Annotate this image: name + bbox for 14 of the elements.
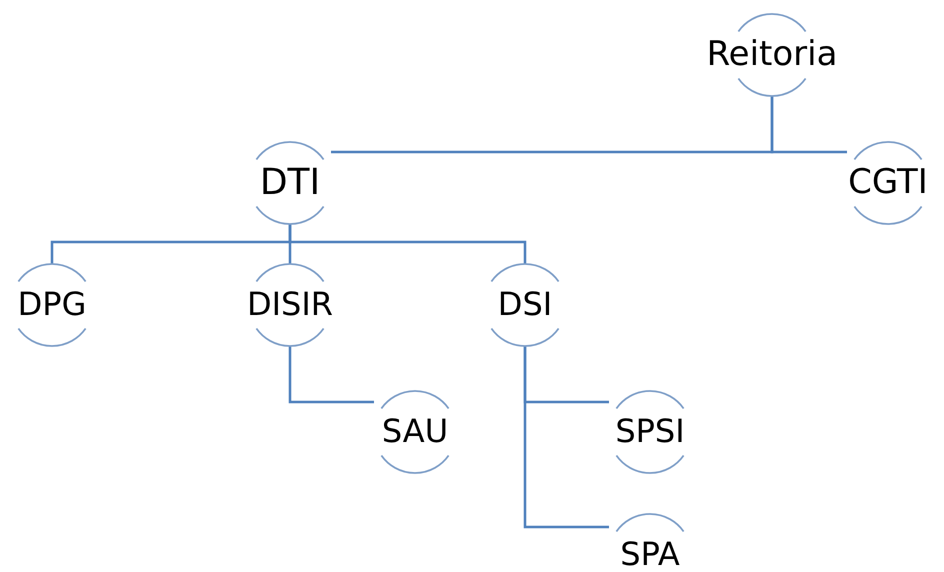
node-label: DTI	[260, 163, 320, 203]
node-label: CGTI	[848, 164, 928, 202]
node-label: DPG	[18, 287, 86, 323]
connector-line	[288, 346, 374, 404]
connector-line	[770, 96, 847, 154]
node-label: DSI	[498, 287, 552, 323]
connector-line	[524, 346, 609, 528]
connector-line	[288, 224, 526, 264]
node-label: SPSI	[615, 414, 685, 450]
node-label: Reitoria	[706, 36, 838, 74]
circle-node	[249, 264, 331, 346]
node-label: SPA	[620, 537, 680, 572]
node-label: DISIR	[246, 287, 334, 323]
node-label: SAU	[382, 414, 448, 450]
